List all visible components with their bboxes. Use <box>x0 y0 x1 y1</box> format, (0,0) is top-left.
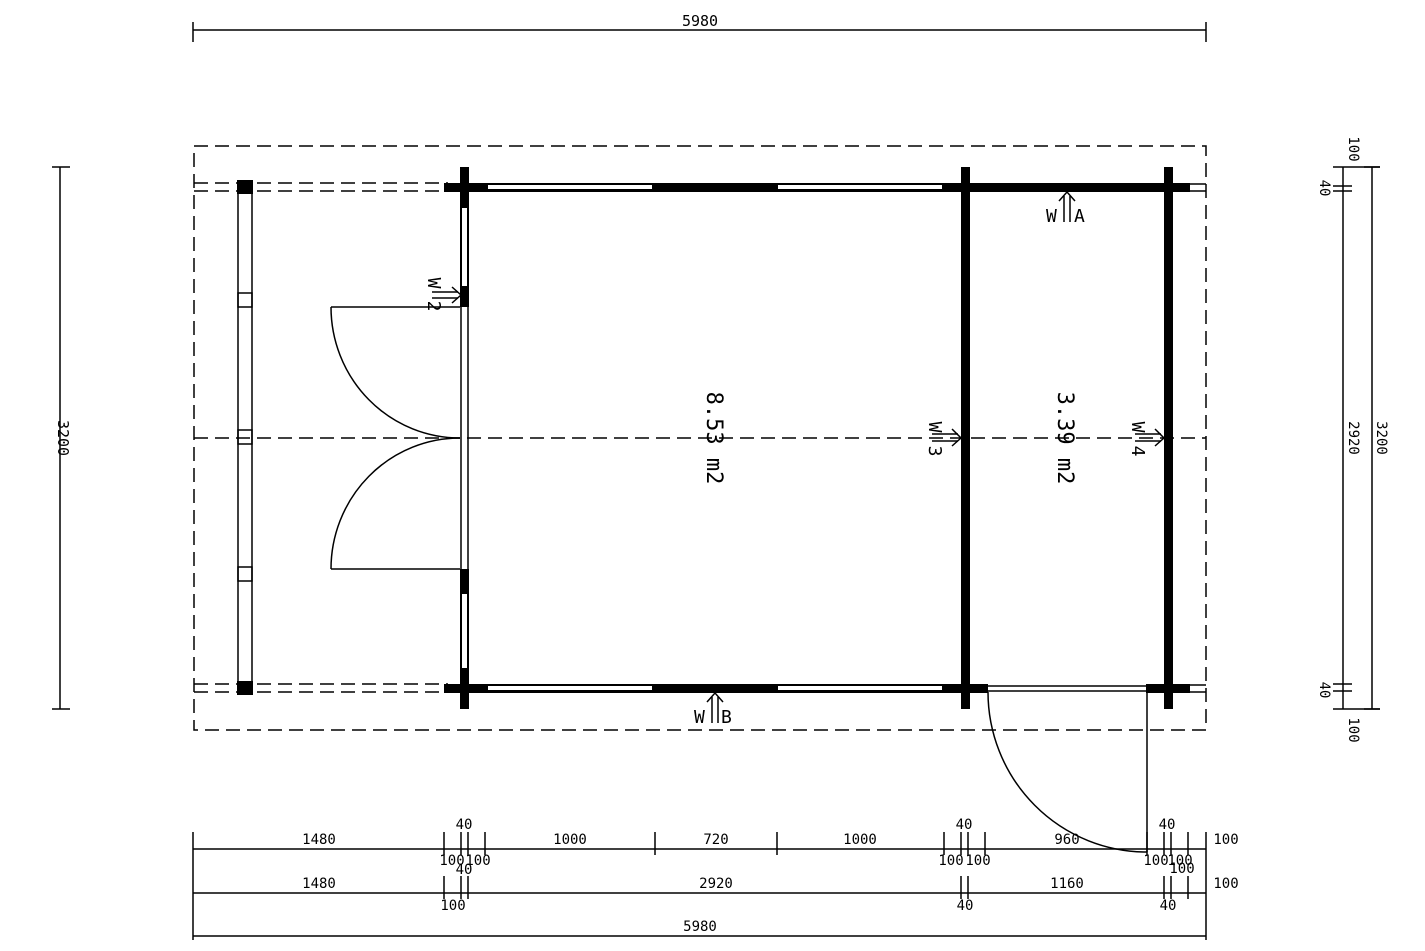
partition-wall <box>961 167 970 709</box>
left-dimension <box>52 166 70 710</box>
arrow-up-icon <box>1058 190 1076 222</box>
dim-small-100f: 100 <box>1167 853 1192 869</box>
dim-row1-100-end: 100 <box>1213 832 1238 848</box>
wall-marker-a: W A <box>1046 190 1085 227</box>
arrow-right-icon <box>1135 428 1166 447</box>
dim-small-100a: 100 <box>439 853 464 869</box>
dim-row1-960: 960 <box>1054 832 1079 848</box>
left-depth-label: 3200 <box>54 420 72 456</box>
arrow-right-icon <box>932 428 963 447</box>
right-top-wall-label: 40 <box>1316 180 1332 197</box>
wall-marker-4: W 4 <box>1127 422 1166 457</box>
dim-row1-1000b: 1000 <box>843 832 877 848</box>
dim-row1-40a: 40 <box>456 817 473 833</box>
right-depth-label: 3200 <box>1373 421 1389 455</box>
dim-row1-1480: 1480 <box>302 832 336 848</box>
wall-marker-2-suffix: 2 <box>423 301 444 312</box>
dim-row1-40b: 40 <box>956 817 973 833</box>
wall-marker-a-suffix: A <box>1074 206 1085 227</box>
wall-marker-b-suffix: B <box>721 707 732 728</box>
wall-marker-a-id: W <box>1046 206 1057 227</box>
dim-small-100b: 100 <box>465 853 490 869</box>
bottom-wall <box>444 684 1206 693</box>
dim-small-100d: 100 <box>965 853 990 869</box>
double-door <box>330 306 461 570</box>
dim-row2-2920: 2920 <box>699 876 733 892</box>
dim-row2-1160: 1160 <box>1050 876 1084 892</box>
dim-small-100e: 100 <box>1143 853 1168 869</box>
wall-marker-4-id: W <box>1127 422 1148 433</box>
dim-row2-small-40a: 40 <box>957 898 974 914</box>
wall-marker-2: W 2 <box>423 278 463 312</box>
canopy-beams <box>194 182 448 693</box>
dim-row2-small-40b: 40 <box>1160 898 1177 914</box>
side-door <box>987 691 1148 853</box>
front-wall <box>460 167 469 709</box>
top-dimension <box>192 22 1207 42</box>
room-area-storage: 3.39 m2 <box>1052 392 1077 485</box>
wall-marker-4-suffix: 4 <box>1127 446 1148 457</box>
wall-marker-b: W B <box>694 691 732 728</box>
wall-marker-b-id: W <box>694 707 705 728</box>
bottom-dim-lines <box>192 832 1207 940</box>
dim-small-100g: 100 <box>1169 861 1194 877</box>
dim-row1-40c: 40 <box>1159 817 1176 833</box>
room-area-main: 8.53 m2 <box>701 392 726 485</box>
back-wall <box>1164 167 1173 709</box>
bottom-width-label: 5980 <box>683 919 717 935</box>
wall-marker-3-id: W <box>924 422 945 433</box>
dim-row2-1480: 1480 <box>302 876 336 892</box>
arrow-right-icon <box>432 286 463 304</box>
wall-marker-3-suffix: 3 <box>924 446 945 457</box>
right-top-overhang-label: 100 <box>1345 136 1361 161</box>
wall-marker-2-id: W <box>423 278 444 289</box>
dim-row2-100-end: 100 <box>1213 876 1238 892</box>
dim-row1-720: 720 <box>703 832 728 848</box>
canopy-post-bottom <box>237 681 253 695</box>
dim-small-40: 40 <box>456 862 473 878</box>
right-inner-depth-label: 2920 <box>1345 421 1361 455</box>
dim-row1-1000a: 1000 <box>553 832 587 848</box>
wall-marker-3: W 3 <box>924 422 963 457</box>
right-bottom-wall-label: 40 <box>1316 682 1332 699</box>
top-wall <box>444 183 1206 192</box>
arrow-up-icon <box>706 691 724 723</box>
right-bottom-overhang-label: 100 <box>1345 717 1361 742</box>
dim-row2-small-100: 100 <box>440 898 465 914</box>
dim-small-100c: 100 <box>938 853 963 869</box>
right-dimensions <box>1333 166 1380 710</box>
canopy-post-top <box>237 180 253 194</box>
top-width-label: 5980 <box>682 12 718 30</box>
